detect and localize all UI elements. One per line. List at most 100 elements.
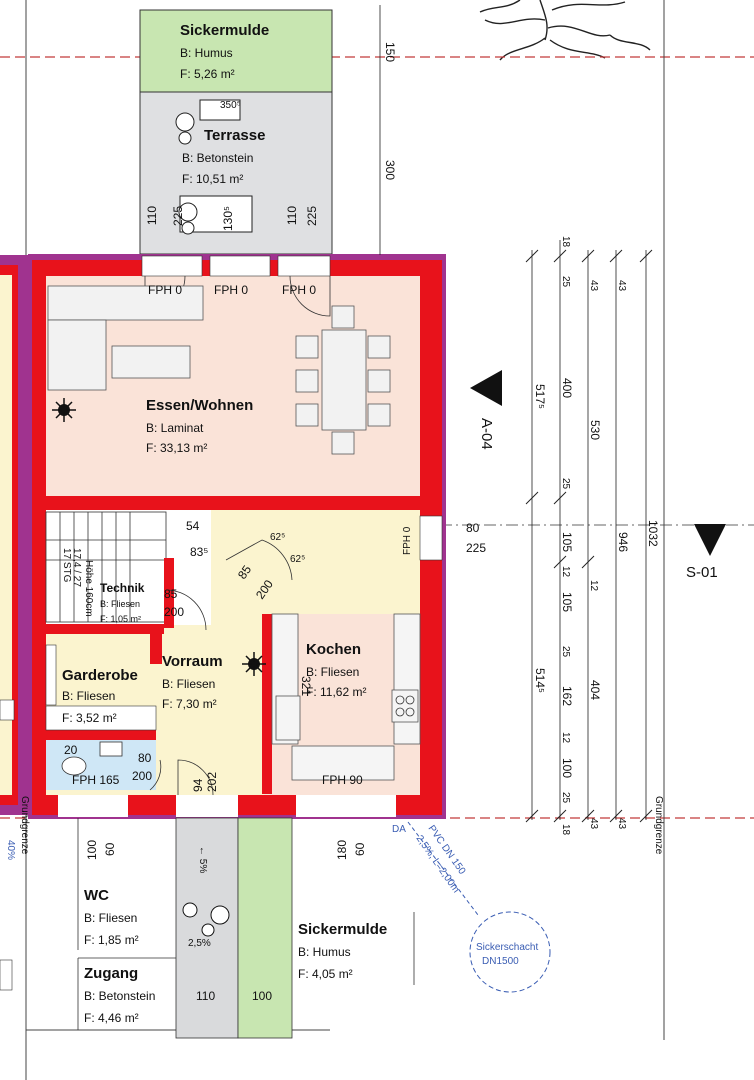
stair-rise: 17,4 / 27 — [71, 548, 82, 587]
dim: 225 — [171, 206, 185, 226]
sickerschacht-note: Sickerschacht — [476, 942, 538, 953]
room-title-wc: WC — [84, 887, 109, 904]
dim: 43 — [588, 280, 599, 292]
room-title-sickermulde-top: Sickermulde — [180, 22, 269, 39]
room-floor-sickermulde-top: B: Humus — [180, 46, 233, 60]
room-area-wc: F: 1,85 m² — [84, 933, 139, 947]
slope-note: 40% — [5, 840, 16, 860]
dim: 400 — [560, 378, 574, 398]
room-area-vorraum: F: 7,30 m² — [162, 697, 217, 711]
room-floor-technik: B: Fliesen — [100, 599, 140, 609]
boundary-note: Grundgrenze — [19, 796, 30, 855]
dim: 85 — [164, 587, 178, 601]
dim: ← 5% — [197, 846, 208, 873]
dim: 83⁵ — [190, 545, 208, 559]
dim: 514⁵ — [533, 668, 547, 693]
room-area-zugang: F: 4,46 m² — [84, 1011, 139, 1025]
section-arrow-icon — [694, 524, 726, 556]
dim: 25 — [560, 792, 571, 804]
da-note: DA — [392, 824, 406, 835]
dim: 100 — [560, 758, 574, 778]
room-title-kochen: Kochen — [306, 641, 361, 658]
dim: 225 — [305, 206, 319, 226]
dim: 54 — [186, 519, 200, 533]
dim: 1032 — [646, 520, 660, 547]
dim: 80 — [466, 521, 480, 535]
boundary-note: Grundgrenze — [653, 796, 664, 855]
dim: 25 — [560, 478, 571, 490]
dim: 62⁵ — [290, 554, 305, 565]
room-floor-zugang: B: Betonstein — [84, 989, 155, 1003]
dim: 60 — [353, 842, 367, 856]
dim: 105 — [560, 532, 574, 552]
dim: 100 — [252, 989, 272, 1003]
dim: 517⁵ — [533, 384, 547, 409]
dim: 2,5% — [188, 938, 211, 949]
room-area-kochen: F: 11,62 m² — [306, 685, 366, 699]
dim: 43 — [616, 818, 627, 830]
window-label: FPH 0 — [402, 526, 413, 555]
dim: 12 — [560, 566, 571, 578]
section-arrow-icon — [470, 370, 502, 406]
room-area-sickermulde-bottom: F: 4,05 m² — [298, 967, 353, 981]
dim: 62⁵ — [270, 532, 285, 543]
stair-steps: 17 STG — [61, 548, 72, 583]
dim: 946 — [616, 532, 630, 552]
dim: 110 — [145, 206, 159, 225]
section-label-s01: S-01 — [686, 564, 718, 581]
dim: 150 — [383, 42, 397, 62]
window-label: FPH 165 — [72, 773, 120, 787]
dim: 180 — [335, 840, 349, 860]
dim: 12 — [588, 580, 599, 592]
section-label-a04: A-04 — [478, 418, 495, 450]
dim: 25 — [560, 276, 571, 288]
dim: 110 — [285, 206, 299, 225]
room-area-garderobe: F: 3,52 m² — [62, 711, 117, 725]
tree-sketch-icon — [479, 0, 651, 61]
dim: 350⁵ — [220, 100, 241, 111]
room-area-terrasse: F: 10,51 m² — [182, 172, 243, 186]
dim: 130⁵ — [221, 206, 235, 231]
room-floor-garderobe: B: Fliesen — [62, 689, 115, 703]
dim: 43 — [616, 280, 627, 292]
dim: 12 — [560, 732, 571, 744]
room-floor-sickermulde-bottom: B: Humus — [298, 945, 351, 959]
people-icon — [182, 902, 230, 937]
dim: 321 — [299, 676, 313, 696]
dim: 18 — [560, 236, 571, 248]
sickerschacht-note-2: DN1500 — [482, 956, 519, 967]
window-label: FPH 0 — [282, 283, 316, 297]
dim: 25 — [560, 646, 571, 658]
room-title-zugang: Zugang — [84, 965, 138, 982]
room-floor-kochen: B: Fliesen — [306, 665, 359, 679]
stair-headroom: Höhe 160cm — [83, 560, 94, 617]
dim: 105 — [560, 592, 574, 612]
room-title-essen-wohnen: Essen/Wohnen — [146, 397, 253, 414]
room-floor-essen-wohnen: B: Laminat — [146, 421, 204, 435]
room-title-sickermulde-bottom: Sickermulde — [298, 921, 387, 938]
room-title-technik: Technik — [100, 581, 145, 595]
dim: 162 — [560, 686, 574, 706]
dim: 18 — [560, 824, 571, 836]
room-title-garderobe: Garderobe — [62, 667, 138, 684]
dim: 20 — [64, 743, 78, 757]
room-title-terrasse: Terrasse — [204, 127, 265, 144]
dim: 110 — [196, 989, 215, 1003]
dim: 225 — [466, 541, 486, 555]
dim: 100 — [85, 840, 99, 860]
dim: 404 — [588, 680, 602, 700]
dim: 80 — [138, 751, 152, 765]
room-floor-wc: B: Fliesen — [84, 911, 137, 925]
room-title-vorraum: Vorraum — [162, 653, 223, 670]
window-label: FPH 0 — [214, 283, 248, 297]
room-area-essen-wohnen: F: 33,13 m² — [146, 441, 207, 455]
dim: 530 — [588, 420, 602, 440]
dim: 60 — [103, 842, 117, 856]
dim: 300 — [383, 160, 397, 180]
room-area-technik: F: 1,05 m² — [100, 614, 141, 624]
room-area-sickermulde-top: F: 5,26 m² — [180, 67, 235, 81]
dim: 94 — [191, 778, 205, 792]
window-label: FPH 90 — [322, 773, 363, 787]
window-label: FPH 0 — [148, 283, 182, 297]
